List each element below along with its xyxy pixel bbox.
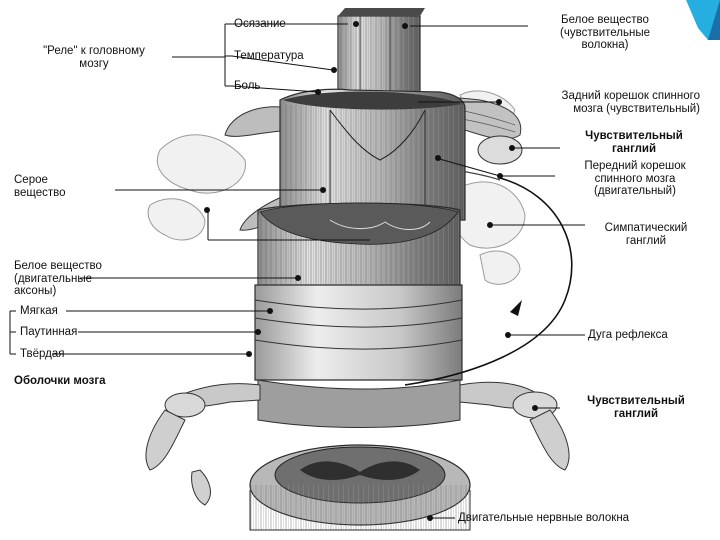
label-relay-to-brain: "Реле" к головному мозгу	[43, 45, 145, 70]
meninges	[254, 284, 463, 428]
reflex-arc	[404, 177, 573, 386]
leader-lines	[9, 23, 585, 519]
label-temperature: Температура	[234, 50, 304, 62]
corner-accent	[686, 0, 720, 40]
label-sympathetic-ganglion: Симпатический ганглий	[604, 222, 688, 247]
lower-segment	[257, 202, 461, 296]
label-gray-matter: Серое вещество	[14, 174, 66, 199]
label-motor-fibers: Двигательные нервные волокна	[458, 512, 630, 524]
label-pia-mater: Мягкая	[20, 305, 58, 317]
label-ventral-root: Передний корешок спинного мозга (двигате…	[584, 160, 686, 197]
label-reflex-arc: Дуга рефлекса	[588, 329, 668, 341]
label-pain: Боль	[234, 80, 261, 92]
label-sensory-ganglion-upper: Чувствительный ганглий	[585, 130, 683, 155]
leader-dots	[204, 21, 538, 521]
label-dorsal-root: Задний корешок спинного мозга (чувствите…	[561, 90, 700, 115]
label-sensory-ganglion-lower: Чувствительный ганглий	[587, 395, 685, 420]
label-white-matter-motor: Белое вещество (двигательные аксоны)	[14, 260, 102, 297]
reflex-arc-arrow	[510, 300, 522, 316]
label-meninges: Оболочки мозга	[14, 375, 106, 387]
label-white-matter-sensory: Белое вещество (чувствительные волокна)	[560, 14, 650, 51]
label-dura-mater: Твёрдая	[20, 348, 65, 360]
label-touch: Осязание	[234, 18, 286, 30]
cross-section	[249, 444, 471, 531]
label-arachnoid: Паутинная	[20, 326, 78, 338]
middle-segment	[279, 88, 466, 221]
